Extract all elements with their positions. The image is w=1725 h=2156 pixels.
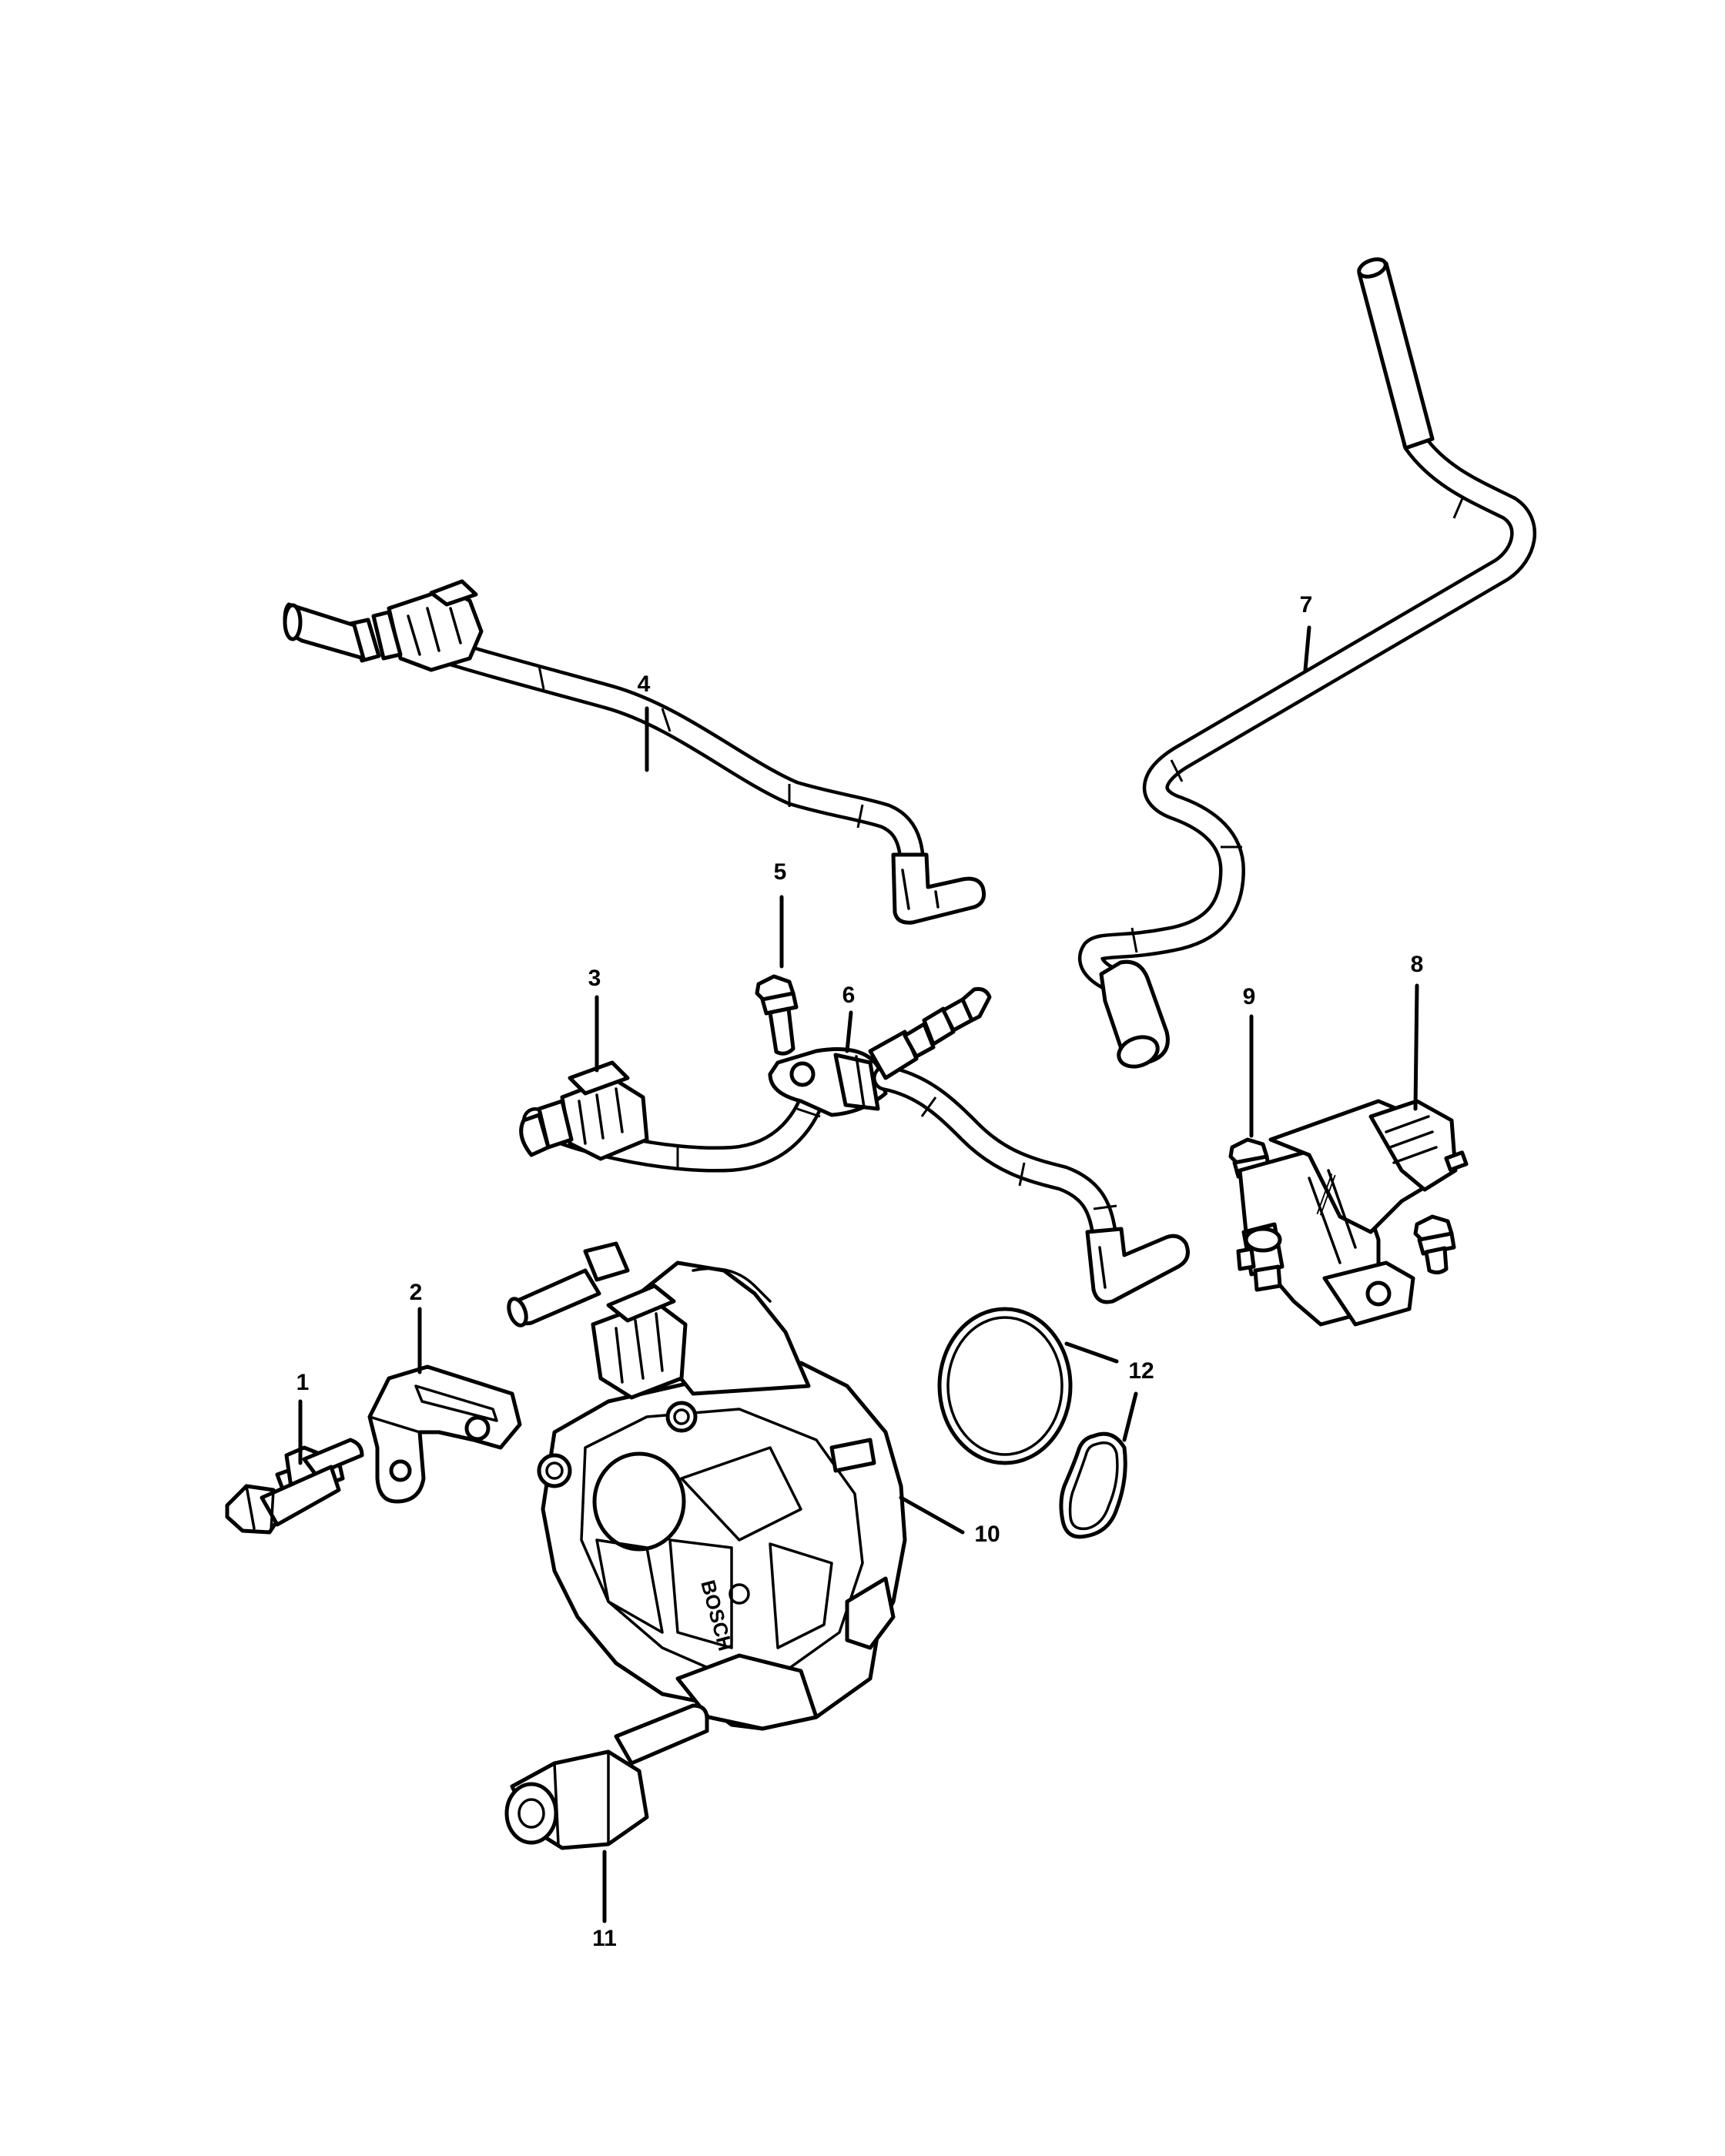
vacuum-hose-part-4 <box>283 579 986 925</box>
solenoid-valve-part-8: ═══ <box>1236 1099 1469 1327</box>
callout-numbers: 1 2 3 4 5 6 7 8 9 10 11 12 <box>296 592 1424 1951</box>
vacuum-pump-part-10: BOSCH <box>507 1241 907 1731</box>
valve-bolt <box>1413 1214 1456 1275</box>
leader-12a <box>1064 1341 1119 1364</box>
leader-10 <box>899 1495 965 1535</box>
leader-12b <box>1122 1391 1138 1442</box>
bracket-part-2 <box>367 1364 522 1504</box>
plug-part-11 <box>504 1703 709 1850</box>
leader-6 <box>845 1010 853 1053</box>
callout-12: 12 <box>1128 1358 1154 1384</box>
callout-8: 8 <box>1411 952 1424 977</box>
vacuum-hose-part-6 <box>519 987 1190 1304</box>
callout-7: 7 <box>1300 592 1313 618</box>
vacuum-line-part-7 <box>1078 257 1536 1069</box>
callout-11: 11 <box>592 1926 617 1951</box>
callout-9: 9 <box>1243 984 1256 1009</box>
callout-4: 4 <box>638 671 651 697</box>
bolt-part-1 <box>225 1438 364 1535</box>
callout-10: 10 <box>974 1522 1000 1547</box>
callout-2: 2 <box>410 1280 423 1305</box>
leader-lines <box>298 625 1419 1923</box>
leader-8 <box>1413 983 1419 1111</box>
callout-6: 6 <box>842 983 856 1008</box>
leader-7 <box>1303 625 1311 672</box>
seals-part-12 <box>937 1307 1127 1539</box>
callout-3: 3 <box>588 966 601 991</box>
callout-1: 1 <box>296 1370 310 1395</box>
callout-5: 5 <box>774 859 787 885</box>
bolt-part-5 <box>755 974 799 1056</box>
